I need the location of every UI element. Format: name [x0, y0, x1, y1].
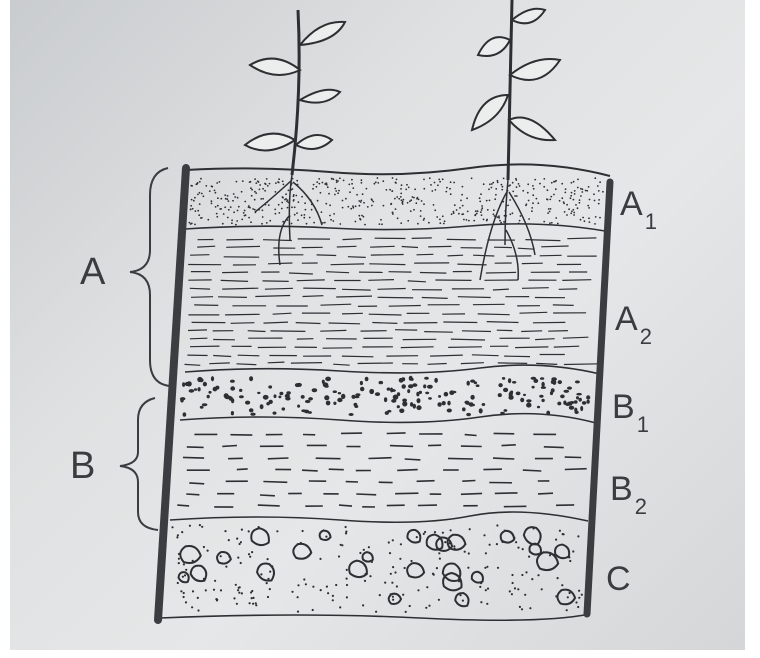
brace-b: [120, 398, 158, 530]
profile-right-wall: [587, 182, 610, 614]
horizon-b2-texture: [177, 433, 586, 507]
horizon-a1-texture: [189, 177, 604, 225]
horizon-label-a2: A2: [615, 300, 652, 349]
horizon-label-b1: B1: [612, 388, 649, 437]
boundary-b1-b2: [180, 414, 596, 423]
plant-right: [472, 0, 560, 280]
leaf: [296, 135, 332, 149]
horizon-label-c: C: [606, 560, 631, 598]
brace-a: [130, 168, 170, 386]
profile-left-wall: [158, 168, 186, 620]
leaf: [472, 95, 508, 130]
horizon-labels: A1 A2 B1 B2 C: [606, 185, 657, 598]
boundary-a1-a2: [185, 224, 605, 231]
horizon-c-texture: [171, 524, 583, 613]
group-label-b: B: [70, 445, 95, 487]
leaf: [245, 134, 295, 151]
leaf: [510, 59, 560, 80]
horizon-label-a1: A1: [620, 185, 657, 234]
boundary-b2-c: [170, 512, 588, 522]
leaf: [478, 37, 510, 56]
profile-bottom: [160, 614, 590, 620]
leaf: [512, 9, 545, 24]
horizon-a2-texture: [185, 238, 600, 365]
group-label-a: A: [80, 251, 106, 293]
horizon-b1-texture: [180, 376, 590, 417]
leaf: [250, 59, 300, 75]
boundary-a2-b1: [185, 365, 600, 374]
leaf: [300, 22, 345, 45]
soil-surface: [186, 164, 610, 176]
leaf: [300, 90, 340, 103]
horizon-label-b2: B2: [610, 470, 647, 519]
leaf: [509, 118, 555, 141]
